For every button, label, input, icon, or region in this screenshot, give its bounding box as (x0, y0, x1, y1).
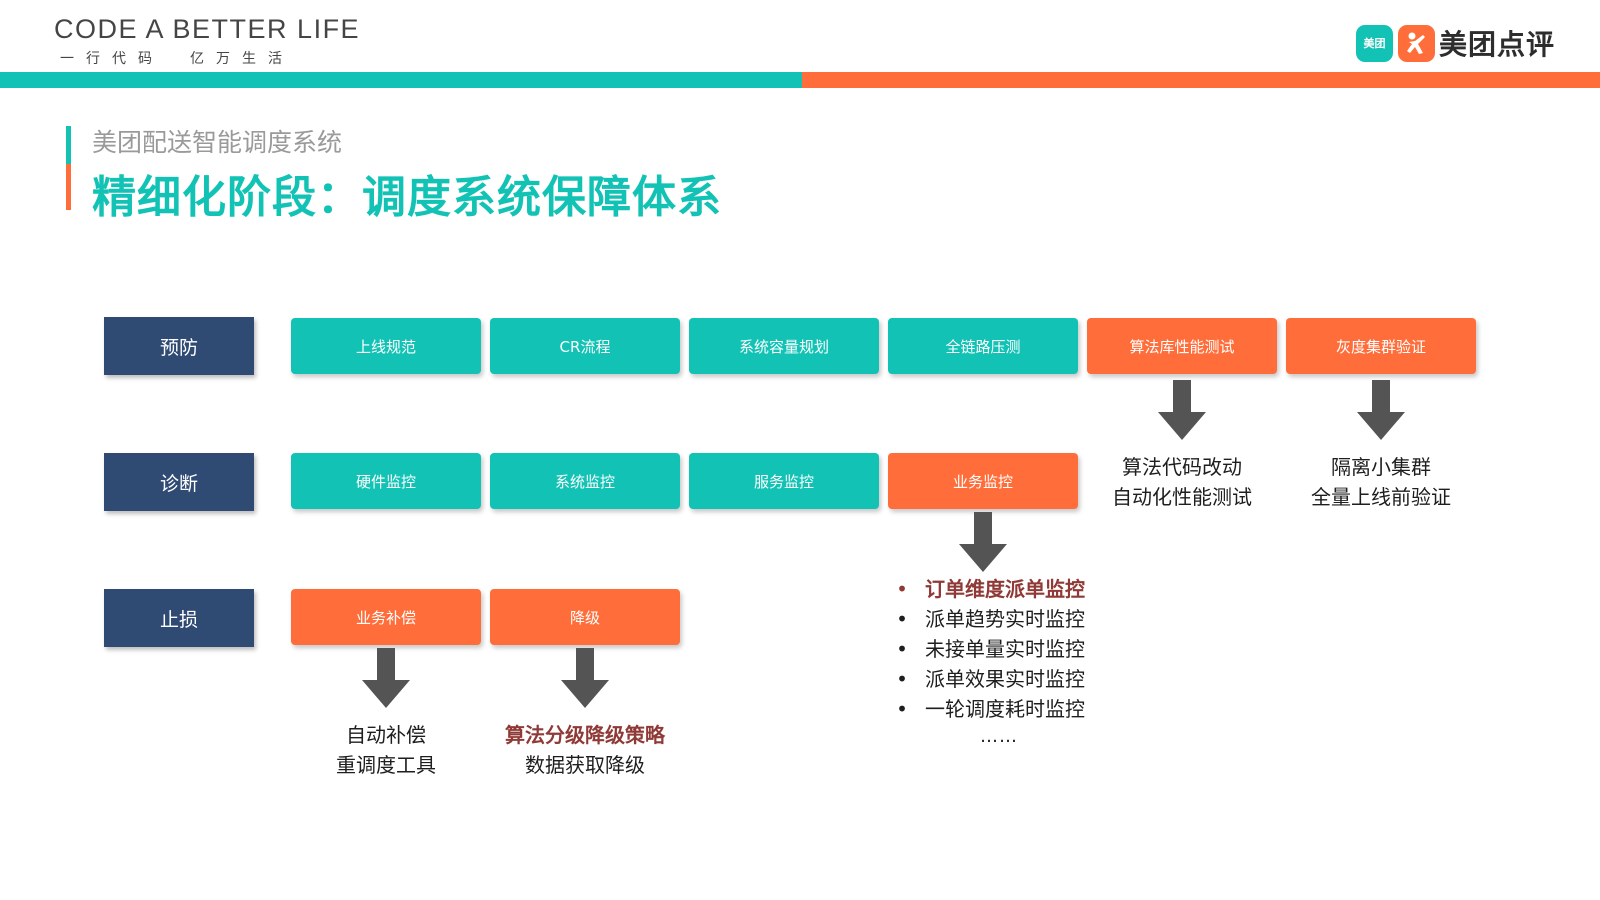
row-label-prevention: 预防 (104, 317, 254, 375)
step-box-highlight: 算法库性能测试 (1087, 318, 1277, 374)
bullet-icon: • (896, 577, 908, 601)
dianping-logo-icon (1398, 24, 1435, 62)
brand-title: CODE A BETTER LIFE (54, 14, 361, 44)
list-item-text: 派单效果实时监控 (925, 667, 1085, 691)
bullet-icon: • (896, 637, 908, 661)
brand-sub-char: 亿 (190, 51, 204, 67)
list-item: • 订单维度派单监控 (895, 574, 1085, 604)
step-box: 服务监控 (689, 453, 879, 509)
note-line: 隔离小集群 (1331, 455, 1431, 479)
bullet-icon: • (896, 697, 908, 721)
down-arrow-icon (1158, 380, 1206, 440)
step-box: 上线规范 (291, 318, 481, 374)
step-box: 系统容量规划 (689, 318, 879, 374)
down-arrow-icon (1357, 380, 1405, 440)
title-accent-bar (66, 164, 71, 210)
note-line: 自动化性能测试 (1112, 485, 1252, 509)
company-logo: 美团 美团点评 (1356, 23, 1555, 63)
note-line: 全量上线前验证 (1311, 485, 1451, 509)
brand-sub-char: 活 (268, 51, 282, 67)
note-algo-test: 算法代码改动 自动化性能测试 (1062, 452, 1302, 512)
bullet-icon: • (896, 667, 908, 691)
brand-sub-char: 码 (138, 51, 152, 67)
step-box: CR流程 (490, 318, 680, 374)
step-box: 全链路压测 (888, 318, 1078, 374)
list-ellipsis: …… (980, 726, 1018, 747)
header-band-teal (0, 72, 802, 88)
list-item: • 一轮调度耗时监控 (895, 694, 1085, 724)
list-item-text: 派单趋势实时监控 (925, 607, 1085, 631)
bullet-icon: • (896, 607, 908, 631)
brand-sub-char: 行 (86, 51, 100, 67)
down-arrow-icon (561, 648, 609, 708)
row-label-diagnosis: 诊断 (104, 453, 254, 511)
step-box-highlight: 灰度集群验证 (1286, 318, 1476, 374)
note-degrade: 算法分级降级策略 数据获取降级 (465, 720, 705, 780)
step-box: 硬件监控 (291, 453, 481, 509)
brand-subtitle: 一行代码 亿万生活 (54, 48, 288, 68)
list-item: • 派单效果实时监控 (895, 664, 1085, 694)
list-item-text: 一轮调度耗时监控 (925, 697, 1085, 721)
list-item-text: 订单维度派单监控 (925, 577, 1085, 601)
list-item: • 派单趋势实时监控 (895, 604, 1085, 634)
row-label-mitigation: 止损 (104, 589, 254, 647)
note-line: 数据获取降级 (525, 753, 645, 777)
note-line: 算法代码改动 (1122, 455, 1242, 479)
brand-sub-char: 一 (60, 51, 74, 67)
step-box-highlight: 业务监控 (888, 453, 1078, 509)
note-line-highlight: 算法分级降级策略 (505, 723, 665, 747)
biz-monitor-list: •订单维度派单监控 •派单趋势实时监控 •未接单量实时监控 •派单效果实时监控 … (895, 574, 1085, 724)
step-box: 系统监控 (490, 453, 680, 509)
note-line: 自动补偿 (346, 723, 426, 747)
brand-sub-char: 代 (112, 51, 126, 67)
step-box-highlight: 业务补偿 (291, 589, 481, 645)
slide-title: 精细化阶段：调度系统保障体系 (92, 172, 722, 223)
brand-sub-char: 万 (216, 51, 230, 67)
title-accent-bar (66, 126, 71, 164)
logo-text: 美团点评 (1439, 28, 1556, 61)
down-arrow-icon (959, 512, 1007, 572)
meituan-logo-icon: 美团 (1356, 24, 1393, 62)
list-item: • 未接单量实时监控 (895, 634, 1085, 664)
list-item-text: 未接单量实时监控 (925, 637, 1085, 661)
note-line: 重调度工具 (336, 753, 436, 777)
down-arrow-icon (362, 648, 410, 708)
note-gray-cluster: 隔离小集群 全量上线前验证 (1261, 452, 1501, 512)
note-compensation: 自动补偿 重调度工具 (266, 720, 506, 780)
brand-sub-char: 生 (242, 51, 256, 67)
step-box-highlight: 降级 (490, 589, 680, 645)
header-band-orange (802, 72, 1600, 88)
slide-subtitle: 美团配送智能调度系统 (92, 128, 343, 157)
